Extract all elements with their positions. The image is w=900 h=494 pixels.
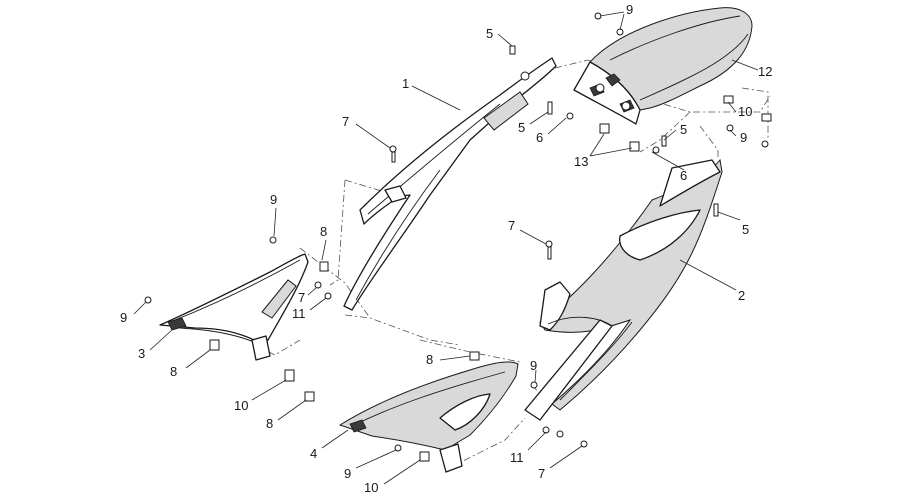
- callout-8: 8: [320, 224, 327, 239]
- callout-11: 11: [510, 450, 524, 465]
- callout-4: 4: [310, 446, 317, 461]
- callout-5: 5: [486, 26, 493, 41]
- callout-7: 7: [342, 114, 349, 129]
- callout-10: 10: [234, 398, 248, 413]
- lower-panel-part-4: [338, 361, 519, 473]
- callout-9: 9: [626, 2, 633, 17]
- callout-9: 9: [740, 130, 747, 145]
- callout-8: 8: [266, 416, 273, 431]
- callout-5: 5: [680, 122, 687, 137]
- callout-8: 8: [170, 364, 177, 379]
- callout-10: 10: [738, 104, 752, 119]
- side-panel-part-2: [524, 158, 723, 421]
- callout-7: 7: [538, 466, 545, 481]
- callout-12: 12: [758, 64, 772, 79]
- callout-8: 8: [426, 352, 433, 367]
- assembly-guide-lines: [254, 59, 771, 466]
- leader-lines: [133, 11, 759, 485]
- callout-5: 5: [518, 120, 525, 135]
- callout-3: 3: [138, 346, 145, 361]
- lower-panel-part-3: [159, 253, 309, 361]
- callout-11: 11: [292, 306, 306, 321]
- callout-10: 10: [364, 480, 378, 494]
- seat-part-12: [573, 7, 753, 125]
- callout-6: 6: [536, 130, 543, 145]
- callout-6: 6: [680, 168, 687, 183]
- callout-1: 1: [402, 76, 409, 91]
- callout-5: 5: [742, 222, 749, 237]
- callout-9: 9: [344, 466, 351, 481]
- callout-9: 9: [120, 310, 127, 325]
- callout-9: 9: [530, 358, 537, 373]
- callout-labels: 12 9 5 1 10 9 7 5 6 5 13 6 9 8 7 5 7 11 …: [120, 2, 772, 494]
- upper-rail-part-1: [343, 57, 557, 311]
- hardware-items: [144, 12, 772, 462]
- callout-7: 7: [298, 290, 305, 305]
- callout-9: 9: [270, 192, 277, 207]
- callout-13: 13: [574, 154, 588, 169]
- callout-2: 2: [738, 288, 745, 303]
- callout-7: 7: [508, 218, 515, 233]
